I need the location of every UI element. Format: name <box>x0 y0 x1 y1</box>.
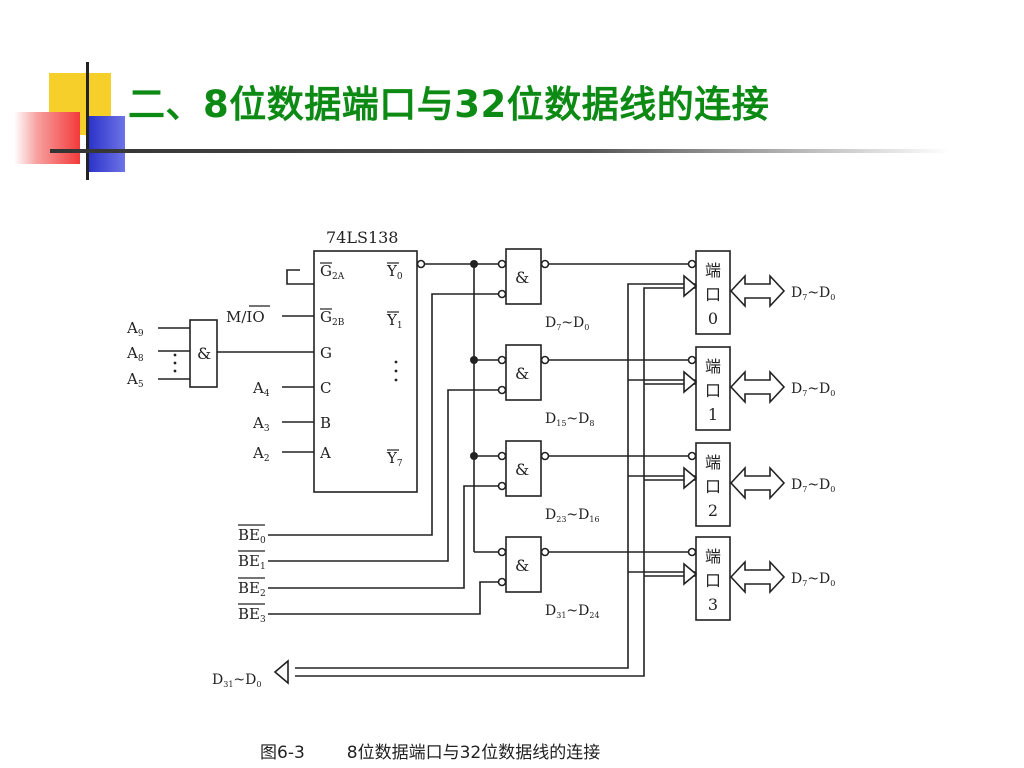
be0-label: BE0 <box>238 526 266 546</box>
figure-caption: 图6-3 8位数据端口与32位数据线的连接 <box>260 738 642 763</box>
bus-label-d31-d24: D31~D24 <box>545 603 600 620</box>
port-box-3 <box>695 536 731 621</box>
decoder-input-g: G <box>320 344 332 362</box>
a5-label: A5 <box>126 370 144 390</box>
a9-label: A9 <box>126 319 144 339</box>
deco-blue-square <box>87 116 125 172</box>
port-0-bus-label: D7~D0 <box>791 285 835 302</box>
deco-vertical-line <box>86 62 89 180</box>
figure-caption-text: 8位数据端口与32位数据线的连接 <box>346 743 601 763</box>
figure-number: 图6-3 <box>260 743 305 763</box>
be1-label: BE1 <box>238 552 266 572</box>
bus-label-d15-d8: D15~D8 <box>545 411 594 428</box>
and-gate-3-symbol: & <box>515 556 529 575</box>
and-gate-1-symbol: & <box>515 364 529 383</box>
bus-label-d7-d0: D7~D0 <box>545 315 589 332</box>
page-title: 二、8位数据端口与32位数据线的连接 <box>128 83 770 126</box>
port-3-bus-label: D7~D0 <box>791 571 835 588</box>
mio-label: M/IO <box>226 308 265 326</box>
and-gate-2 <box>505 440 542 497</box>
a2-label: A2 <box>252 444 270 464</box>
decoder-output-y0: Y0 <box>386 262 403 282</box>
and-gate-0 <box>505 248 542 305</box>
decoder-input-c: C <box>320 379 331 397</box>
and-gate-0-symbol: & <box>515 268 529 287</box>
decoder-input-g2b: G2B <box>320 308 345 328</box>
a3-label: A3 <box>252 414 270 434</box>
decoder-output-y7: Y7 <box>386 449 403 469</box>
deco-red-square <box>14 112 80 164</box>
decoder-name: 74LS138 <box>326 228 398 247</box>
a4-label: A4 <box>252 379 270 399</box>
port-1-bus-label: D7~D0 <box>791 381 835 398</box>
decoder-output-y1: Y1 <box>386 311 403 331</box>
port-box-1 <box>695 346 731 431</box>
and-gate-3 <box>505 536 542 593</box>
bus-label-d23-d16: D23~D16 <box>545 507 600 524</box>
port-2-bus-label: D7~D0 <box>791 477 835 494</box>
address-and-gate <box>189 319 218 388</box>
system-bus-label: D31~D0 <box>212 672 261 689</box>
decoder-box <box>313 250 418 493</box>
be2-label: BE2 <box>238 579 266 599</box>
and-gate-2-symbol: & <box>515 460 529 479</box>
port-box-2 <box>695 442 731 527</box>
deco-title-underline <box>50 149 950 153</box>
decoder-input-g2a: G2A <box>320 262 345 282</box>
a8-label: A8 <box>126 344 144 364</box>
decoder-input-b: B <box>320 414 331 432</box>
port-box-0 <box>695 250 731 335</box>
be3-label: BE3 <box>238 605 266 625</box>
address-gate-symbol: & <box>197 344 211 363</box>
decoder-input-a: A <box>319 444 331 462</box>
and-gate-1 <box>505 344 542 401</box>
